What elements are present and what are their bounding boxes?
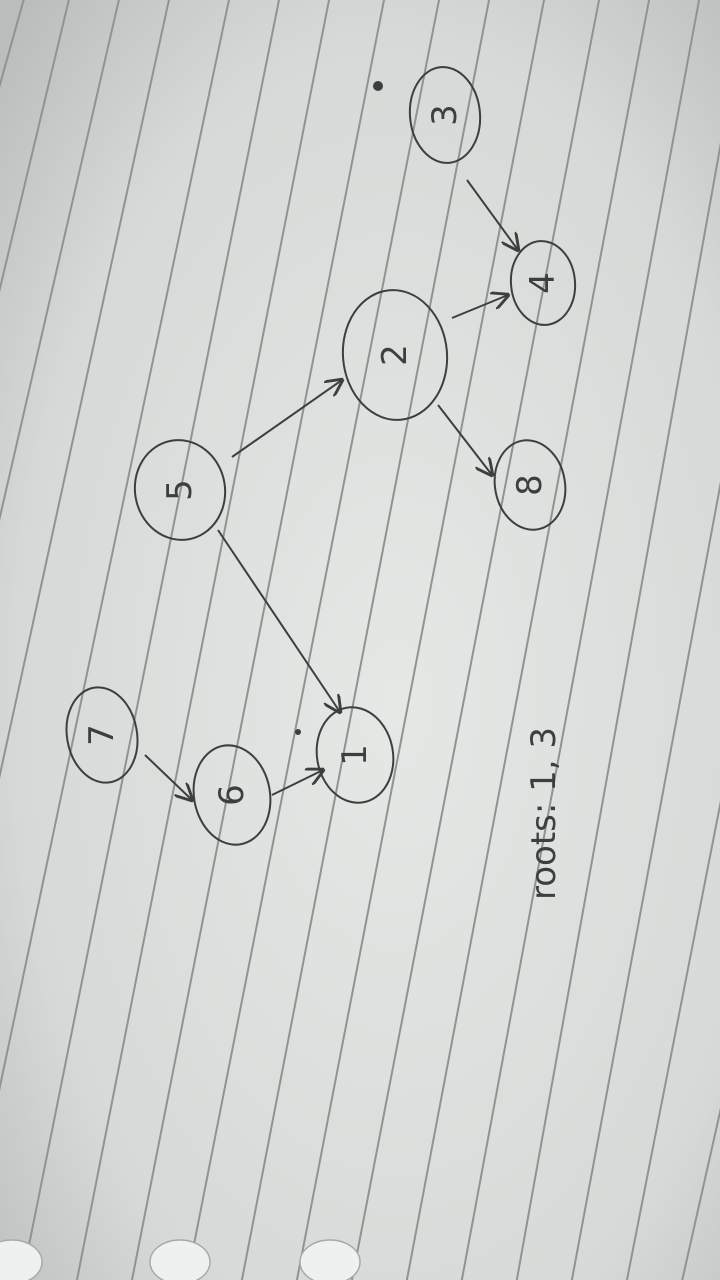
edge-2-to-8 bbox=[437, 404, 492, 475]
node-label: 5 bbox=[160, 479, 200, 501]
ink-dots bbox=[295, 81, 383, 735]
edge-5-to-2 bbox=[231, 380, 342, 458]
edge-2-to-4 bbox=[451, 295, 508, 319]
node-3: 3 bbox=[408, 66, 482, 164]
edge-5-to-1 bbox=[217, 529, 340, 712]
node-label: 2 bbox=[375, 344, 415, 366]
binder-holes bbox=[0, 1239, 361, 1280]
node-label: 1 bbox=[335, 744, 375, 766]
node-label: 3 bbox=[425, 104, 465, 126]
node-5: 5 bbox=[133, 439, 227, 541]
nodes: 1 2 3 4 5 6 7 8 bbox=[65, 66, 577, 846]
node-label: 4 bbox=[523, 272, 563, 294]
edge-7-to-6 bbox=[144, 754, 192, 800]
node-6: 6 bbox=[192, 744, 272, 846]
node-4: 4 bbox=[509, 240, 577, 326]
edges bbox=[144, 179, 518, 800]
node-label: 8 bbox=[510, 474, 550, 496]
node-label: 7 bbox=[82, 724, 122, 746]
roots-note: roots: 1, 3 bbox=[524, 727, 564, 900]
node-label: 6 bbox=[212, 784, 252, 806]
node-8: 8 bbox=[493, 439, 567, 531]
node-7: 7 bbox=[65, 686, 139, 784]
node-2: 2 bbox=[341, 289, 449, 421]
node-1: 1 bbox=[315, 706, 395, 804]
edge-3-to-4 bbox=[466, 179, 518, 250]
edge-6-to-1 bbox=[271, 770, 323, 796]
